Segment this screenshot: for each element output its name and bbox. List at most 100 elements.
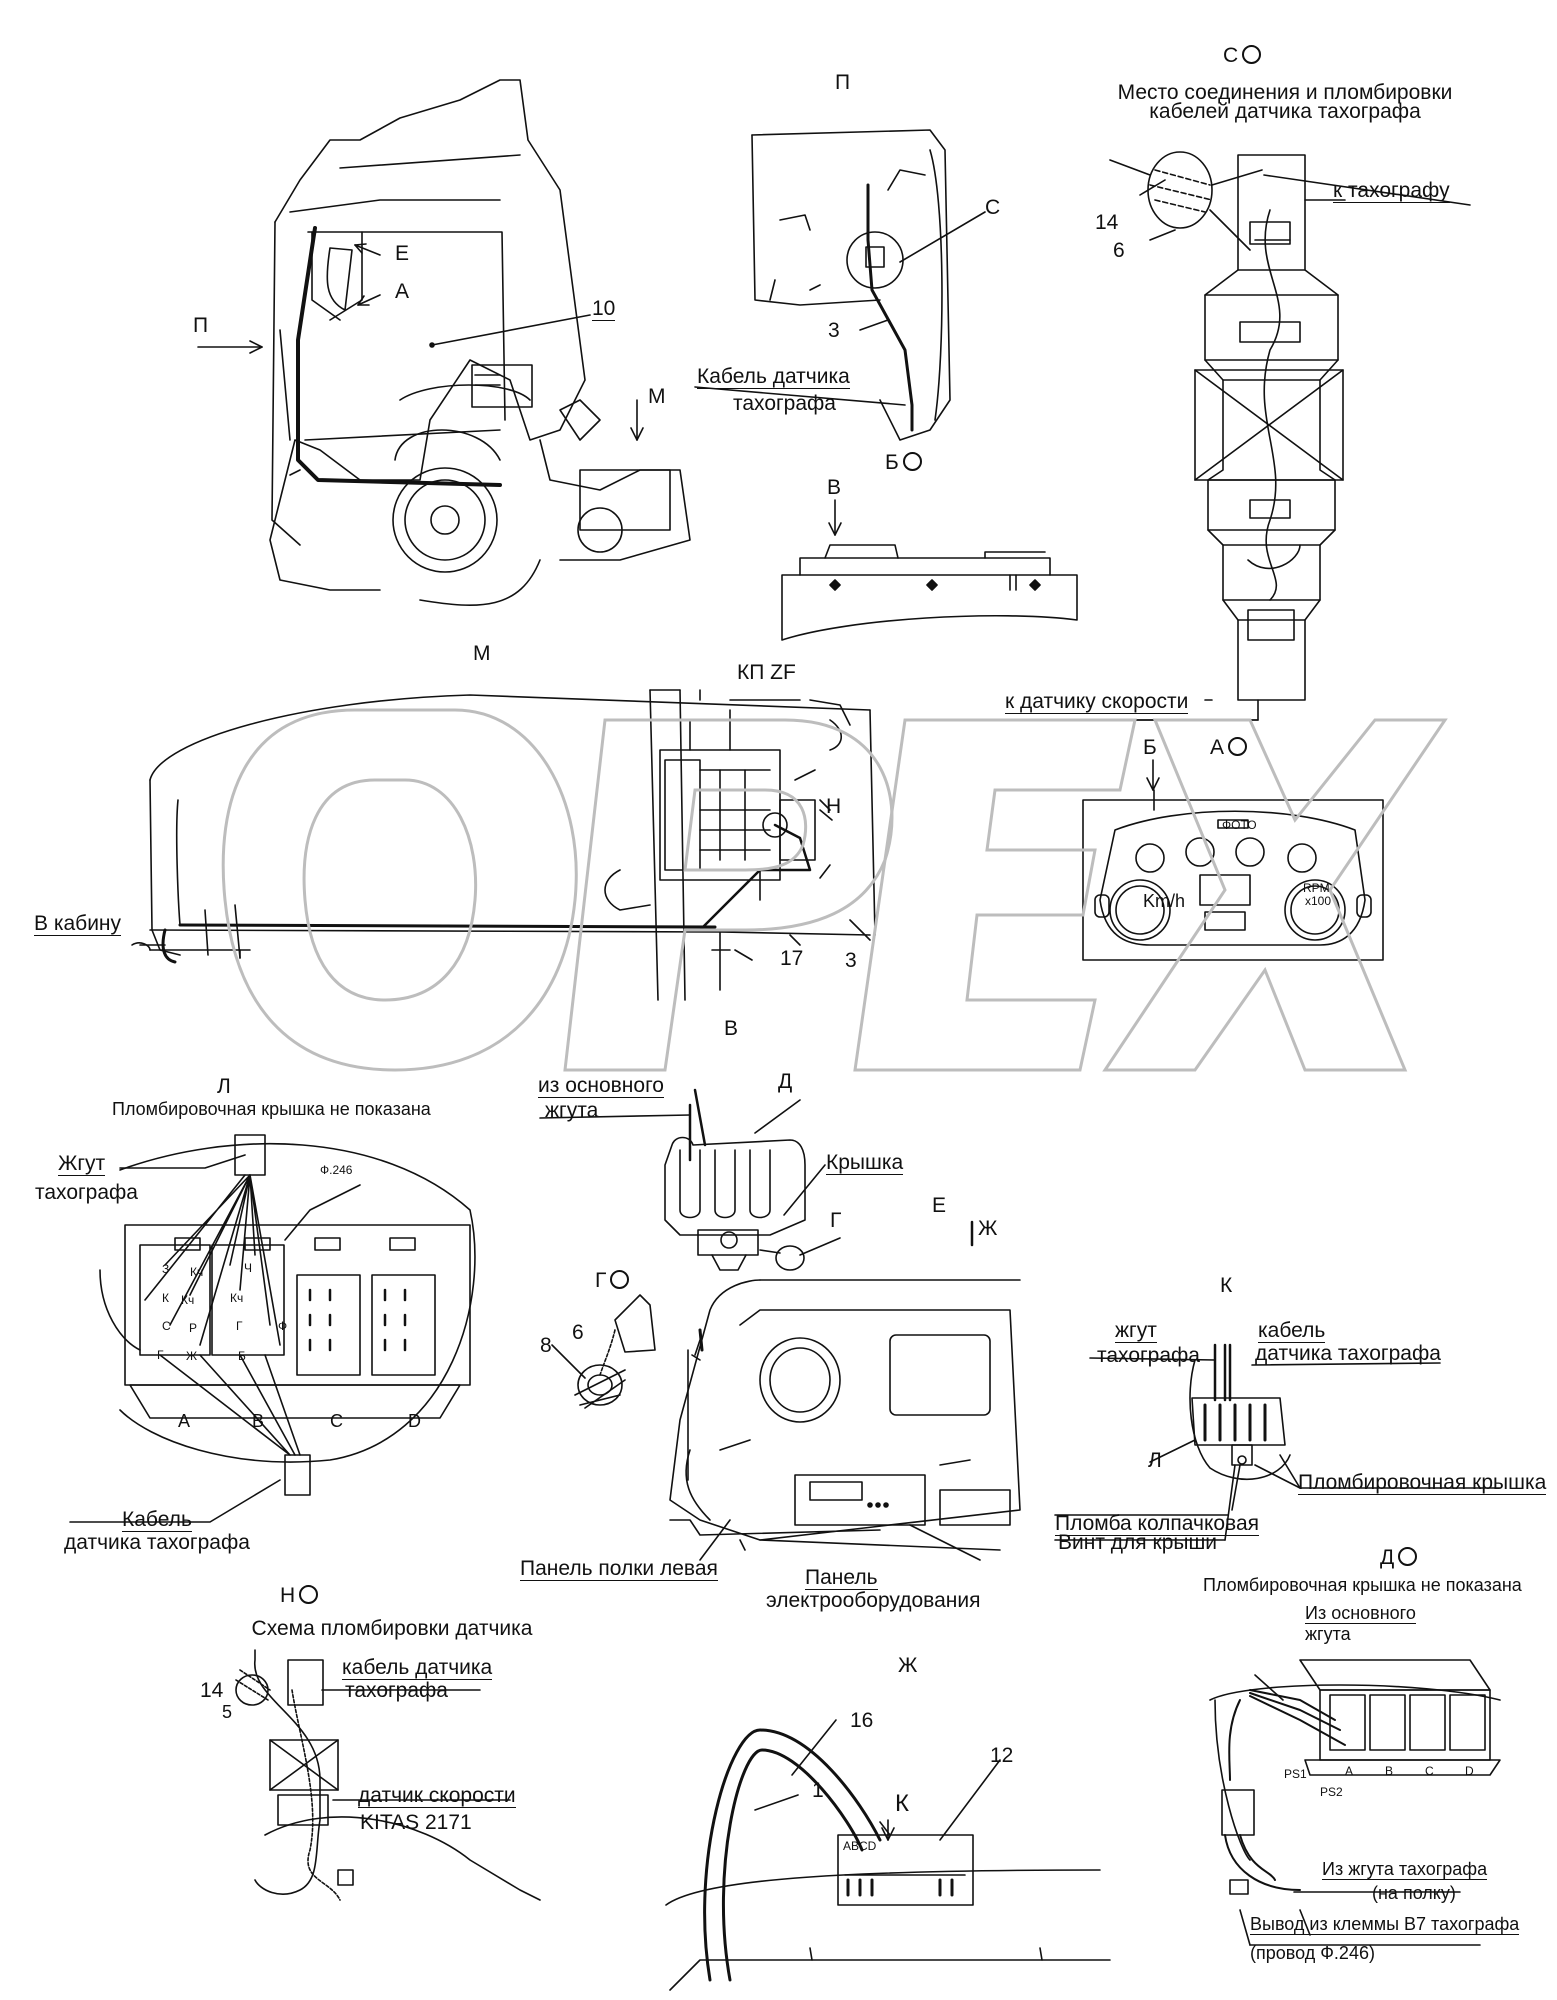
view-d2-caption: Пломбировочная крышка не показана xyxy=(1203,1575,1522,1595)
view-e-title: Е xyxy=(932,1194,947,1217)
n-cable-label-2: тахографа xyxy=(345,1679,448,1702)
connector-column xyxy=(999,151,1471,721)
dash-b-label: Б xyxy=(1143,736,1157,759)
n-sensor-label-2: KITAS 2171 xyxy=(360,1811,472,1834)
l-cable-label-2: датчика тахографа xyxy=(64,1531,250,1554)
to-tachograph-label: к тахографу xyxy=(1333,179,1450,203)
truck-a-label: А xyxy=(395,280,410,303)
chassis-h-label: Н xyxy=(826,795,842,818)
view-n-title: Н xyxy=(280,1584,319,1606)
truck-side-view xyxy=(197,79,691,607)
pin-label: Р xyxy=(189,1321,198,1335)
rotation-circle-icon xyxy=(1242,44,1262,64)
g-callout-6: 6 xyxy=(572,1321,584,1344)
cab-cable-label-1: Кабель датчика xyxy=(697,365,850,389)
cab-c-callout: С xyxy=(985,196,1001,219)
sensor-seal-n xyxy=(235,1649,541,1901)
truck-callout-10: 10 xyxy=(592,297,616,321)
zh-k-arrow-label: К xyxy=(895,1790,909,1817)
d-main-label-1: из основного xyxy=(538,1074,664,1098)
l-cable-label-1: Кабель xyxy=(122,1508,192,1532)
chassis-callout-3: 3 xyxy=(845,949,857,972)
pin-label: Г xyxy=(236,1319,243,1333)
k-harness-label-1: жгут xyxy=(1115,1319,1157,1343)
truck-m-label: М xyxy=(648,385,666,408)
k-seal-cover-label: Пломбировочная крышка xyxy=(1298,1471,1547,1495)
c-callout-6: 6 xyxy=(1113,239,1125,262)
d2-ps1-label: PS1 xyxy=(1284,1767,1307,1781)
cab-rear-detail xyxy=(694,129,986,441)
k-seal-cap-label: Пломба колпачковая xyxy=(1055,1512,1260,1536)
truck-e-label: Е xyxy=(395,242,410,265)
pin-label: К xyxy=(162,1291,169,1305)
view-d-title: Д xyxy=(778,1070,793,1093)
cab-cable-label-2: тахографа xyxy=(733,392,836,415)
rotation-circle-icon xyxy=(610,1269,630,1289)
view-g-title: Г xyxy=(595,1269,630,1291)
panel-b-view xyxy=(781,499,1078,641)
tachograph-box-zh xyxy=(665,1719,1111,1991)
cab-callout-3: 3 xyxy=(828,319,840,342)
pin-label: Ф xyxy=(278,1319,288,1333)
l-wire-f246: Ф.246 xyxy=(320,1163,353,1177)
view-m-title: М xyxy=(473,642,491,665)
c-callout-14: 14 xyxy=(1095,211,1119,234)
rotation-circle-icon xyxy=(902,451,922,471)
truck-p-arrow-label: П xyxy=(193,314,209,337)
dash-a-label: А xyxy=(1210,736,1248,758)
dash-photo-label: ФОТО xyxy=(1222,818,1257,832)
zh-callout-16: 16 xyxy=(850,1709,874,1732)
zh-callout-12: 12 xyxy=(990,1744,1014,1767)
chassis-callout-17: 17 xyxy=(780,947,804,970)
to-speed-sensor-label: к датчику скорости xyxy=(1005,690,1189,714)
view-c-caption-1: Место соединения и пломбировки xyxy=(1117,81,1453,104)
n-callout-14: 14 xyxy=(200,1679,224,1702)
k-screw-label: Винт для крыши xyxy=(1058,1531,1218,1554)
pin-label: Б xyxy=(238,1349,246,1363)
harness-d2 xyxy=(1209,1659,1501,1946)
block-label: B xyxy=(1385,1764,1394,1778)
dash-rpm-label: RPM xyxy=(1303,881,1330,895)
zh-callout-1: 1 xyxy=(812,1779,824,1802)
k-cable-label-1: кабель xyxy=(1258,1319,1326,1343)
pin-label: Кч xyxy=(181,1293,195,1307)
view-l-title: Л xyxy=(217,1075,231,1098)
interior-shelf-e xyxy=(669,1220,1021,1561)
d2-b7-label-1: Вывод из клеммы В7 тахографа xyxy=(1250,1914,1520,1935)
d-cover-label: Крышка xyxy=(826,1151,904,1175)
view-zh-arrow-label: Ж xyxy=(978,1217,998,1240)
electrical-panel-label-1: Панель xyxy=(805,1566,878,1590)
pin-label: Кч xyxy=(230,1291,244,1305)
l-harness-label-2: тахографа xyxy=(35,1181,138,1204)
view-c-caption-2: кабелей датчика тахографа xyxy=(1149,100,1421,123)
block-label: D xyxy=(408,1411,421,1431)
view-p-title: П xyxy=(835,71,851,94)
dash-kmh-label: Km/h xyxy=(1143,891,1186,911)
rotation-circle-icon xyxy=(299,1584,319,1604)
block-label: C xyxy=(1425,1764,1434,1778)
n-sensor-label-1: датчик скорости xyxy=(358,1784,516,1808)
view-c-title: С xyxy=(1223,44,1262,66)
block-label: A xyxy=(1345,1764,1354,1778)
k-l-callout: Л xyxy=(1148,1449,1162,1472)
block-label: D xyxy=(1465,1764,1474,1778)
v-arrow-label: В xyxy=(827,476,842,499)
pin-label: Г xyxy=(157,1348,164,1362)
k-cable-label-2: датчика тахографа xyxy=(1255,1342,1441,1365)
connector-d xyxy=(539,1088,841,1271)
d-g-callout: Г xyxy=(830,1209,842,1232)
connector-housing-l xyxy=(69,1134,476,1523)
cab-b-label: Б xyxy=(885,451,922,473)
view-v-label: В xyxy=(724,1017,739,1040)
block-label: C xyxy=(330,1411,343,1431)
seal-g xyxy=(551,1294,656,1409)
pin-label: С xyxy=(162,1319,171,1333)
to-cab-label: В кабину xyxy=(34,912,122,936)
pin-label: Ж xyxy=(186,1349,198,1363)
pin-label: З xyxy=(162,1262,170,1276)
dash-x100-label: x100 xyxy=(1305,894,1332,908)
shelf-panel-label: Панель полки левая xyxy=(520,1557,718,1581)
d2-ps2-label: PS2 xyxy=(1320,1785,1343,1799)
d2-main-label-2: жгута xyxy=(1305,1624,1351,1644)
